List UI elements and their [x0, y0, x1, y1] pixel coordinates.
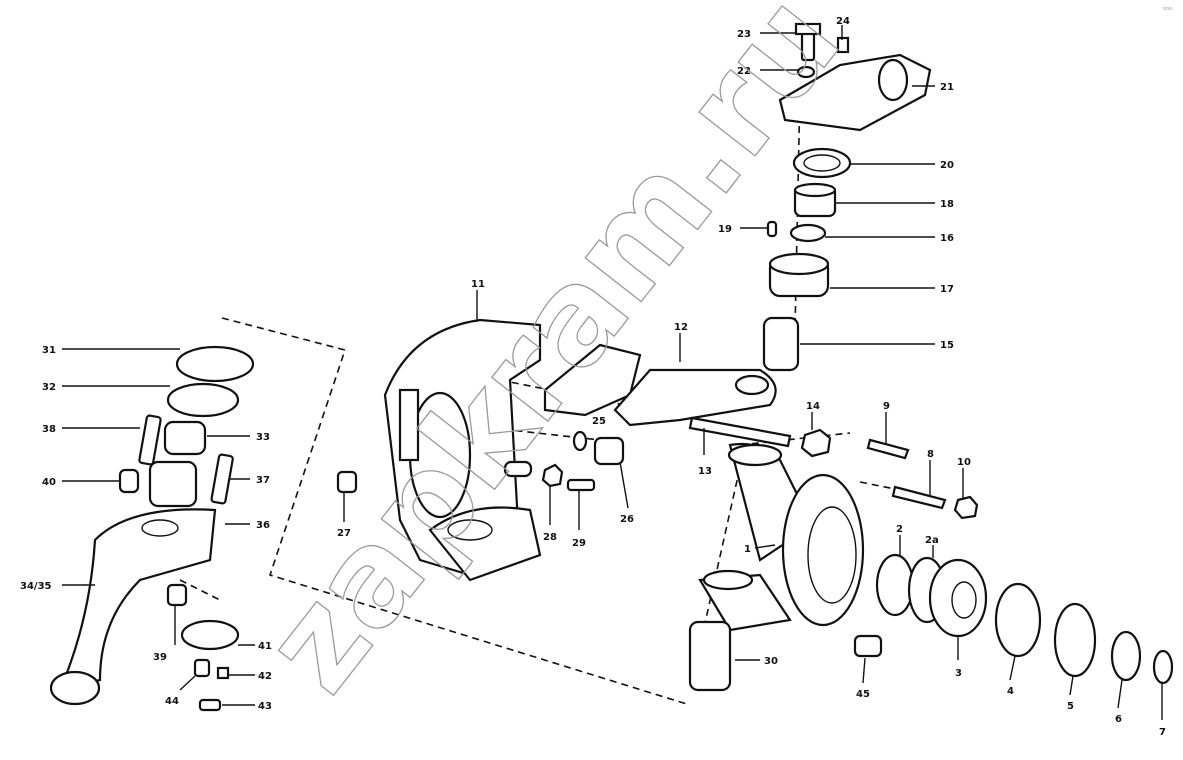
leader-lines: [62, 25, 1163, 720]
label-33: 33: [256, 432, 270, 443]
ring-32: [166, 382, 240, 418]
label-39: 39: [153, 652, 167, 663]
label-5: 5: [1067, 701, 1074, 712]
label-13: 13: [698, 466, 712, 477]
cover-41: [180, 619, 240, 651]
label-17: 17: [940, 284, 954, 295]
knuckle-flange: [398, 388, 420, 462]
label-27: 27: [337, 528, 351, 539]
nut-28: [541, 463, 564, 488]
nipple-24: [836, 36, 850, 54]
label-40: 40: [42, 477, 56, 488]
label-23: 23: [737, 29, 751, 40]
plug-26: [593, 436, 625, 466]
ring-16: [789, 223, 827, 243]
circlip-5: [1053, 602, 1097, 678]
washer-22: [796, 65, 816, 79]
label-32: 32: [42, 382, 56, 393]
label-24: 24: [836, 16, 850, 27]
label-12: 12: [674, 322, 688, 333]
label-22: 22: [737, 66, 751, 77]
hub-assembly-1: [688, 442, 1174, 692]
label-45: 45: [856, 689, 870, 700]
label-1: 1: [744, 544, 751, 555]
bolt-29: [566, 478, 596, 492]
bushing-36: [148, 460, 198, 508]
label-4: 4: [1007, 686, 1014, 697]
label-7: 7: [1159, 727, 1166, 738]
label-38: 38: [42, 424, 56, 435]
part-labels: 23 24 22 21 20 18 19 16 17 15 11 12 14 9…: [20, 16, 1166, 738]
label-11: 11: [471, 279, 485, 290]
label-10: 10: [957, 457, 971, 468]
ring-7: [1152, 649, 1174, 685]
washer-42: [216, 666, 230, 680]
nut-39: [166, 583, 188, 607]
stud-38: [138, 414, 162, 466]
lever-34-35: [58, 508, 217, 692]
label-18: 18: [940, 199, 954, 210]
corner-mark: ooo: [1163, 6, 1172, 12]
label-29: 29: [572, 538, 586, 549]
nut-14: [800, 428, 832, 458]
kingpin-30: [688, 620, 732, 692]
label-9: 9: [883, 401, 890, 412]
seal-31: [175, 345, 255, 383]
stud-8: [891, 485, 947, 510]
label-28: 28: [543, 532, 557, 543]
ring-4: [994, 582, 1042, 658]
label-2: 2: [896, 524, 903, 535]
label-25: 25: [592, 416, 606, 427]
nipple-44: [193, 658, 211, 678]
label-16: 16: [940, 233, 954, 244]
pin-45: [853, 634, 883, 658]
left-lever-assembly: [49, 345, 255, 712]
stud-37: [210, 453, 234, 505]
seal-2: [875, 553, 915, 617]
label-37: 37: [256, 475, 270, 486]
label-6: 6: [1115, 714, 1122, 725]
label-19: 19: [718, 224, 732, 235]
label-15: 15: [940, 340, 954, 351]
pin-27: [336, 470, 358, 494]
label-44: 44: [165, 696, 179, 707]
label-21: 21: [940, 82, 954, 93]
label-43: 43: [258, 701, 272, 712]
label-31: 31: [42, 345, 56, 356]
bushing-33: [163, 420, 207, 456]
ring-6: [1110, 630, 1142, 682]
label-34-35: 34/35: [20, 581, 52, 592]
label-36: 36: [256, 520, 270, 531]
upper-bearing-stack: [762, 22, 932, 372]
bolt-head-23: [794, 22, 822, 36]
nut-40: [118, 468, 140, 494]
bearing-3: [928, 558, 988, 638]
bolt-43: [198, 698, 222, 712]
nut-10: [953, 495, 979, 520]
kingpin-15: [762, 316, 800, 372]
washer-25: [572, 430, 588, 452]
label-42: 42: [258, 671, 272, 682]
label-8: 8: [927, 449, 934, 460]
pin-19: [766, 220, 778, 238]
label-30: 30: [764, 656, 778, 667]
label-41: 41: [258, 641, 272, 652]
fasteners: [336, 416, 979, 520]
label-14: 14: [806, 401, 820, 412]
label-3: 3: [955, 668, 962, 679]
steering-arm-12: [543, 343, 777, 427]
stud-9: [866, 438, 910, 460]
label-26: 26: [620, 514, 634, 525]
seal-20: [792, 147, 852, 179]
stud-13: [688, 416, 792, 448]
knuckle-housing-11: [383, 318, 542, 582]
label-20: 20: [940, 160, 954, 171]
label-2a: 2a: [925, 535, 939, 546]
